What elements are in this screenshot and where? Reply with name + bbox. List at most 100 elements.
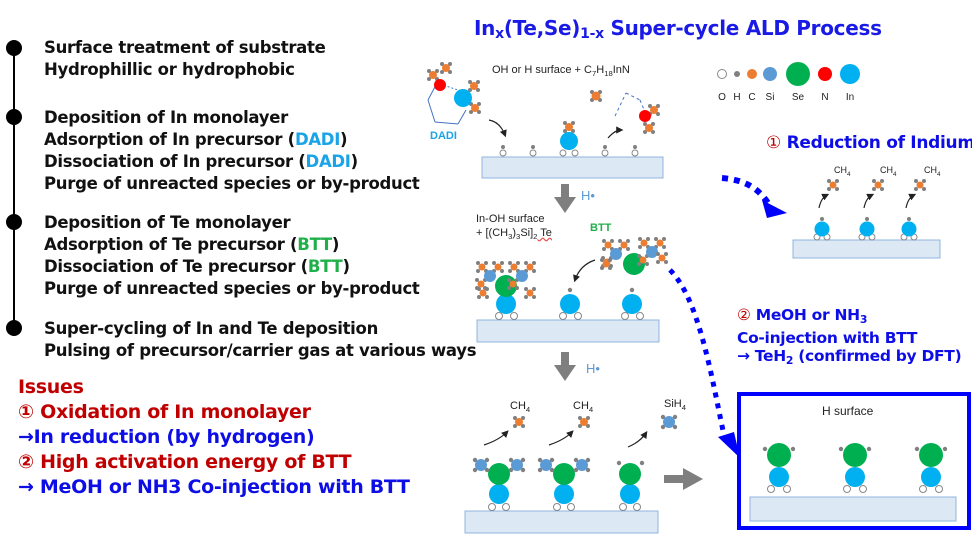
tellurium-atom — [553, 463, 575, 485]
lbl-sub: 4 — [937, 171, 941, 178]
indium-atom — [921, 467, 941, 487]
carbon-atom — [471, 104, 479, 112]
substrate-reduction — [792, 239, 941, 259]
dadi-bond — [439, 83, 459, 91]
hydrogen-atom — [435, 69, 439, 73]
silicon-atom — [516, 270, 528, 282]
lbl-sub: 18 — [604, 69, 613, 78]
sih4-label: SiH4 — [664, 398, 686, 412]
hydrogen-atom — [664, 252, 668, 256]
hydrogen-atom — [537, 467, 543, 473]
hydrogen-atom — [656, 104, 660, 108]
hydrogen-atom — [643, 130, 647, 134]
tellurium-atom — [495, 275, 517, 297]
hydrogen-atom — [515, 286, 519, 290]
lbl-sub: 4 — [847, 171, 851, 178]
lbl: + [(CH — [476, 227, 509, 239]
hydrogen-atom — [507, 278, 511, 282]
hydrogen-atom — [664, 260, 668, 264]
issue-2-solution: → MeOH or NH3 Co-injection with BTT — [18, 476, 410, 498]
hydrogen-atom — [440, 62, 444, 66]
lbl: CH — [924, 165, 937, 175]
hydrogen-atom — [567, 287, 573, 293]
indium-atom — [901, 221, 917, 237]
reaction-arrow — [627, 431, 648, 448]
title-middle: (Te,Se) — [503, 16, 581, 40]
hydrogen-atom — [872, 179, 876, 183]
indium-atom — [859, 221, 875, 237]
substrate-h-surface — [749, 496, 957, 522]
oxygen-atom — [510, 312, 518, 320]
paren: ) — [340, 130, 348, 149]
dotted-arrow-reduction — [721, 175, 771, 205]
paren: ) — [350, 152, 359, 171]
lbl: + [(CH3)3Si]2 Te — [476, 226, 552, 244]
hydrogen-atom — [656, 252, 660, 256]
tellurium-atom — [843, 443, 867, 467]
carbon-atom — [478, 263, 486, 271]
lbl-sub: 3 — [859, 313, 868, 326]
issue-1: ① Oxidation of In monolayer — [18, 400, 410, 425]
hydrogen-atom — [484, 261, 488, 265]
hydrogen-atom — [827, 179, 831, 183]
hydrogen-atom — [484, 467, 490, 473]
hydrogen-atom — [516, 261, 520, 265]
reaction-arrow — [905, 193, 917, 209]
timeline-line — [13, 48, 15, 330]
lbl: CH — [834, 165, 847, 175]
hydrogen-atom — [472, 457, 478, 463]
carbon-atom — [591, 91, 601, 101]
hydrogen-atom — [672, 424, 678, 430]
reduction-heading: ① Reduction of Indium — [766, 133, 972, 153]
carbon-atom — [565, 123, 573, 131]
hydrogen-atom — [578, 416, 582, 420]
ch4-label: CH4 — [834, 165, 851, 178]
ch4-label: CH4 — [880, 165, 897, 178]
carbon-atom — [639, 256, 647, 264]
lbl: Te — [537, 227, 552, 239]
oxygen-atom — [631, 149, 639, 157]
hydrogen-atom — [602, 239, 606, 243]
hydrogen-atom — [600, 258, 604, 262]
hydrogen-atom — [524, 287, 528, 291]
step-line-text: Adsorption of Te precursor ( — [44, 235, 298, 254]
carbon-atom — [442, 64, 450, 72]
lbl: (confirmed by DFT) — [793, 347, 962, 365]
step-line: Purge of unreacted species or by-product — [44, 174, 420, 193]
title-sub-1x: 1-x — [580, 26, 604, 42]
process-arrow-down-1 — [554, 184, 576, 213]
hydrogen-atom — [532, 287, 536, 291]
hydrogen-atom — [672, 414, 678, 420]
oxygen-atom — [859, 485, 867, 493]
indium-atom — [622, 294, 642, 314]
process-arrow-down-2 — [554, 352, 576, 381]
timeline-dot — [6, 40, 22, 56]
lbl: InN — [612, 64, 630, 76]
hydrogen-atom — [922, 179, 926, 183]
hydrogen-atom — [476, 269, 480, 273]
hydrogen-atom — [914, 179, 918, 183]
dadi-highlight: DADI — [294, 130, 341, 149]
hydrogen-atom — [500, 261, 504, 265]
coinjection-line: Co-injection with BTT — [737, 329, 918, 347]
oxygen-atom — [935, 485, 943, 493]
hydrogen-atom — [866, 446, 872, 452]
ch4-label: CH4 — [924, 165, 941, 178]
hydrogen-atom — [643, 122, 647, 126]
lbl-sub: 4 — [893, 171, 897, 178]
nitrogen-atom — [434, 79, 446, 91]
hydrogen-atom — [662, 245, 666, 249]
carbon-atom — [604, 241, 612, 249]
hydrogen-atom — [508, 261, 512, 265]
issue-1-solution: →In reduction (by hydrogen) — [18, 426, 315, 448]
hydrogen-atom — [616, 460, 622, 466]
step1-label: OH or H surface + C7H18InN — [492, 64, 630, 78]
lbl: H — [596, 64, 605, 76]
step-line: Deposition of Te monolayer — [44, 213, 291, 232]
hydrogen-atom — [872, 187, 876, 191]
ch4-label: CH4 — [573, 400, 593, 414]
silicon-atom — [475, 459, 487, 471]
step2-label: In-OH surface + [(CH3)3Si]2 Te — [476, 212, 552, 244]
hydrogen-atom — [914, 187, 918, 191]
